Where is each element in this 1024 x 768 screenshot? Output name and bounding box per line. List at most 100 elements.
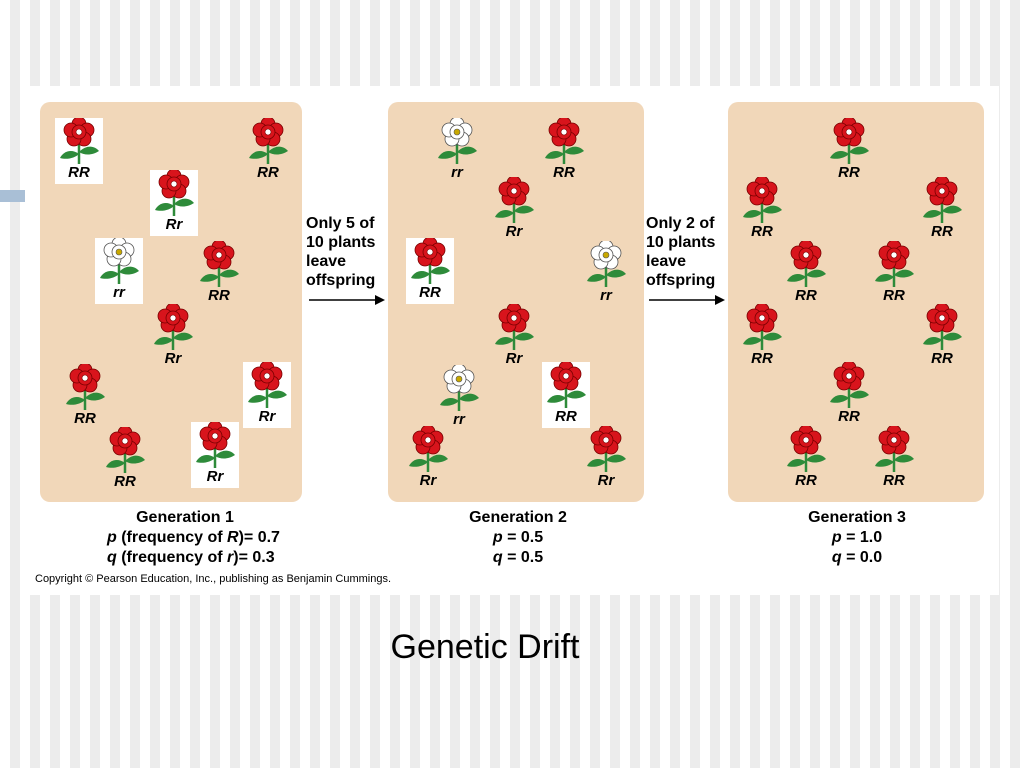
genotype-label: RR [795,472,817,489]
p-frequency-line: p = 1.0 [757,528,957,548]
flower-icon [440,365,479,411]
genotype-label: RR [419,284,441,301]
flower-icon [923,177,962,223]
red-flower-plant: RR [870,426,918,494]
allele-symbol: r [227,549,234,566]
flower-icon [100,238,139,284]
genotype-label: Rr [165,216,183,233]
red-flower-plant: RR [918,177,966,245]
genotype-label: RR [257,164,279,181]
flower-icon [60,118,99,164]
red-flower-plant: Rr [243,362,291,428]
arrow-2-label: Only 2 of 10 plants leave offspring [646,214,736,290]
genotype-label: RR [883,287,905,304]
arrow-right-icon [309,295,385,305]
flower-icon [248,362,287,408]
flower-icon [875,241,914,287]
arrow-1-label-line: 10 plants [306,234,376,251]
q-frequency-line: q (frequency of r)= 0.3 [75,548,295,568]
flower-icon [411,238,450,284]
genotype-label: RR [74,410,96,427]
genotype-label: Rr [258,408,276,425]
genotype-label: Rr [597,472,615,489]
arrow-1-label-line: Only 5 of [306,215,375,232]
red-flower-plant: RR [244,118,292,186]
generation-title: Generation 3 [808,509,906,526]
flower-icon [545,118,584,164]
red-flower-plant: RR [870,241,918,309]
p-description: (frequency of [116,529,228,546]
red-flower-plant: RR [782,426,830,494]
red-flower-plant: Rr [191,422,239,488]
red-flower-plant: RR [101,427,149,495]
flower-icon [249,118,288,164]
q-frequency-line: q = 0.0 [757,548,957,568]
flower-icon [66,364,105,410]
flower-icon [830,118,869,164]
white-flower-plant: rr [582,241,630,309]
flower-icon [787,426,826,472]
flower-icon [106,427,145,473]
generation-2-caption: Generation 2 p = 0.5 q = 0.5 [418,508,618,568]
p-symbol: p [492,529,503,546]
flower-icon [587,241,626,287]
arrow-1-label: Only 5 of 10 plants leave offspring [306,214,396,290]
flower-icon [587,426,626,472]
red-flower-plant: Rr [490,177,538,245]
red-flower-plant: RR [195,241,243,309]
p-symbol: p [831,529,842,546]
red-flower-plant: Rr [582,426,630,494]
flower-icon [923,304,962,350]
generation-3-panel [728,102,984,502]
genotype-label: RR [555,408,577,425]
genetic-drift-figure: Only 5 of 10 plants leave offspring Only… [25,86,999,595]
generation-title: Generation 1 [136,509,234,526]
red-flower-plant: Rr [404,426,452,494]
arrow-1-label-line: leave [306,253,347,270]
q-symbol: q [831,549,842,566]
arrow-1-label-line: offspring [306,272,376,289]
genotype-label: RR [751,223,773,240]
q-value: = 0.0 [841,549,883,566]
arrow-2-label-line: offspring [646,272,716,289]
arrow-right-icon [649,295,725,305]
flower-icon [495,304,534,350]
flower-icon [830,362,869,408]
p-frequency-line: p (frequency of R)= 0.7 [75,528,295,548]
p-value: = 0.5 [502,529,544,546]
arrow-2-label-line: Only 2 of [646,215,715,232]
flower-icon [743,177,782,223]
allele-symbol: R [227,529,239,546]
genotype-label: RR [208,287,230,304]
red-flower-plant: Rr [490,304,538,372]
genotype-label: Rr [505,223,523,240]
slide-title: Genetic Drift [390,628,580,666]
p-frequency-line: p = 0.5 [418,528,618,548]
genotype-label: RR [68,164,90,181]
flower-icon [787,241,826,287]
p-value: = 1.0 [841,529,883,546]
genotype-label: RR [931,350,953,367]
flower-icon [200,241,239,287]
genotype-label: rr [113,284,125,301]
genotype-label: rr [600,287,612,304]
red-flower-plant: RR [825,118,873,186]
q-value: )= 0.3 [233,549,275,566]
red-flower-plant: Rr [149,304,197,372]
genotype-label: Rr [505,350,523,367]
arrow-2-label-line: 10 plants [646,234,716,251]
genotype-label: rr [451,164,463,181]
generation-3-caption: Generation 3 p = 1.0 q = 0.0 [757,508,957,568]
genotype-label: RR [751,350,773,367]
p-symbol: p [107,529,117,546]
red-flower-plant: RR [825,362,873,430]
flower-icon [875,426,914,472]
red-flower-plant: RR [406,238,454,304]
red-flower-plant: RR [61,364,109,432]
q-description: (frequency of [116,549,228,566]
flower-icon [743,304,782,350]
red-flower-plant: RR [782,241,830,309]
p-value: )= 0.7 [238,529,280,546]
flower-icon [547,362,586,408]
red-flower-plant: RR [738,304,786,372]
